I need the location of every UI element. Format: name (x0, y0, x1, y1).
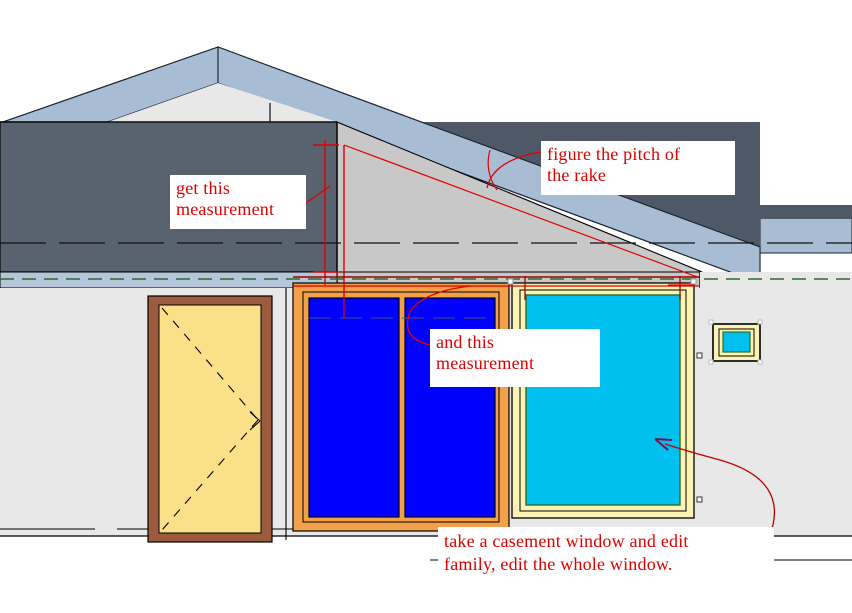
leader-and-measurement (406, 285, 471, 346)
small-selection-handle-bl[interactable] (708, 359, 714, 365)
pitch-angle-arc (487, 149, 498, 191)
leader-casement-arrow-path (664, 443, 775, 536)
right-wing-roof-band (759, 216, 852, 254)
belt-band-left (0, 271, 338, 289)
selection-handle-br[interactable] (696, 496, 703, 503)
leader-get-measurement (305, 185, 331, 204)
rake-slope-markup-line (343, 144, 701, 279)
lower-wall-right (700, 272, 852, 536)
annotation-and-this-measurement[interactable]: and this measurement (430, 329, 600, 387)
door-swing-line-upper (161, 307, 259, 421)
small-window-glass[interactable] (722, 331, 751, 353)
leader-casement-arrowhead (654, 438, 673, 451)
entry-door[interactable] (147, 295, 273, 543)
leader-pitch-rake (486, 151, 542, 189)
annotation-get-this-measurement[interactable]: get this measurement (170, 175, 306, 229)
door-swing-line-lower (161, 419, 259, 531)
selection-handle-tl[interactable] (507, 278, 514, 285)
casement-glass[interactable] (525, 294, 681, 506)
blue-window-pane-left[interactable] (308, 297, 400, 518)
door-swing-arrow-a (249, 411, 261, 422)
small-selection-handle-br[interactable] (757, 359, 763, 365)
annotation-take-casement-window-edit-family[interactable]: take a casement window and edit family, … (438, 527, 774, 581)
selection-handle-tr[interactable] (690, 278, 697, 285)
small-casement-window[interactable] (708, 319, 763, 365)
small-selection-handle-tr[interactable] (757, 319, 763, 325)
casement-window[interactable] (507, 278, 703, 519)
selection-handle-mr[interactable] (696, 352, 703, 359)
small-selection-handle-tl[interactable] (708, 319, 714, 325)
door-swing-arrow-b (249, 420, 261, 431)
annotation-figure-pitch-of-rake[interactable]: figure the pitch of the rake (541, 141, 735, 195)
markup-layer[interactable] (293, 140, 775, 536)
sliding-window-left[interactable] (292, 282, 510, 532)
door-glass (158, 304, 262, 534)
